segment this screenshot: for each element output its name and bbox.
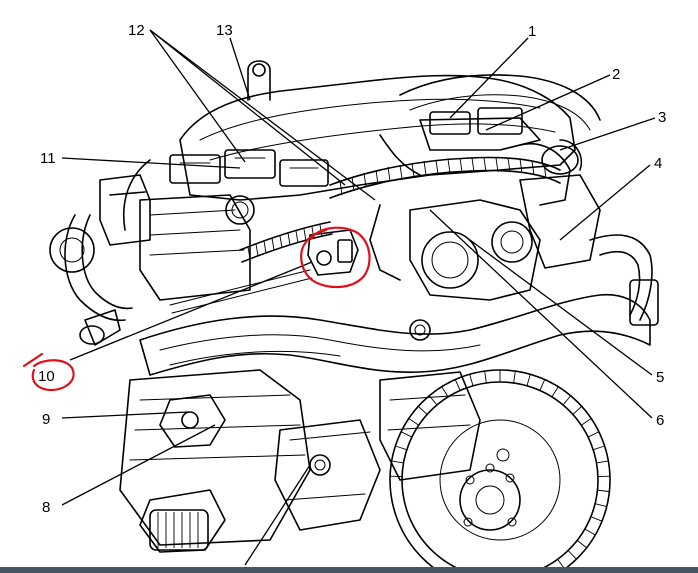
leader-9 [61,411,189,419]
leader-3 [559,117,656,151]
callout-4: 4 [654,155,662,172]
callout-8: 8 [42,499,50,516]
callout-1: 1 [528,23,536,40]
leader-2 [485,74,611,131]
callout-5: 5 [656,369,664,386]
flywheel [389,369,611,573]
leader-8 [61,424,216,506]
callout-labels: 1 2 3 4 5 6 8 9 10 11 12 13 [38,22,666,516]
leader-bottom [244,464,311,566]
leader-1 [449,37,529,119]
engine-block [119,369,311,546]
leader-6 [429,209,653,419]
throttle-body [409,199,541,301]
engine-drawing [49,60,659,573]
red-circle-callout-10 [31,359,75,392]
red-circle-sensor [300,226,371,289]
red-markup [22,226,371,392]
leader-12a [149,29,246,163]
callout-3: 3 [658,109,666,126]
leader-13 [229,37,251,101]
left-water-pipe [64,214,126,322]
leader-11 [61,157,241,169]
callout-12: 12 [128,22,145,39]
valve-cover [139,194,251,301]
leader-10 [69,261,313,361]
circled-sensor [307,229,359,276]
callout-2: 2 [612,66,620,83]
callout-10: 10 [38,368,55,385]
callout-11: 11 [40,150,56,167]
callout-6: 6 [656,412,664,429]
callout-13: 13 [216,22,233,39]
exhaust-crossover [139,293,651,376]
leader-5 [469,239,653,376]
leader-12b [149,29,346,186]
braided-hose [329,156,561,186]
callout-9: 9 [42,411,50,428]
lifting-eye [247,60,271,101]
leader-lines [61,29,656,566]
red-tick-mark [22,352,44,368]
leader-4 [559,164,651,241]
bottom-edge-bar [0,567,698,573]
leader-12c [149,29,376,201]
